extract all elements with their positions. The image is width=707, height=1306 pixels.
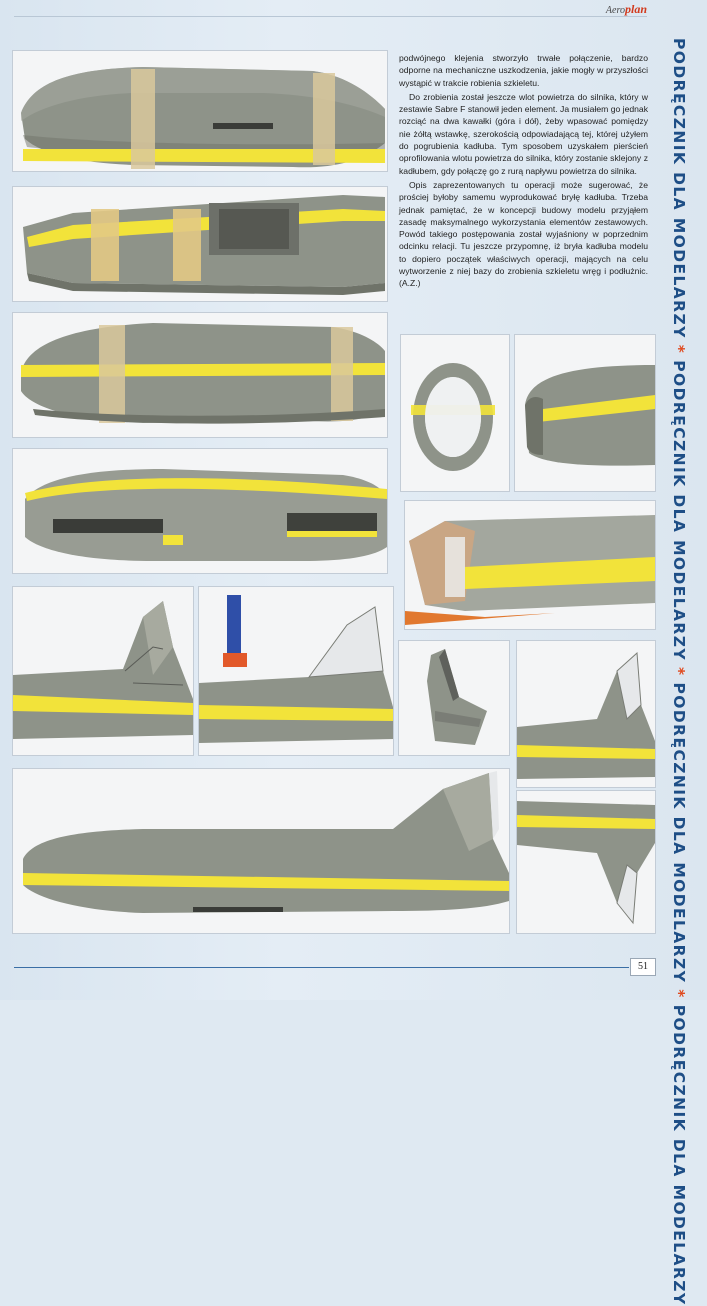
page-number: 51 (630, 958, 656, 976)
photo-fuselage-1 (12, 50, 388, 172)
photo-intake-ring (400, 334, 510, 492)
article-paragraph: Opis zaprezentowanych tu operacji może s… (399, 179, 648, 289)
banner-separator: * (670, 989, 688, 999)
article-text: podwójnego klejenia stworzyło trwałe poł… (399, 52, 648, 292)
article-paragraph: podwójnego klejenia stworzyło trwałe poł… (399, 53, 648, 88)
photo-tail-2 (516, 640, 656, 788)
header-rule (14, 16, 647, 17)
photo-tail-3 (516, 790, 656, 934)
footer-rule (14, 967, 629, 968)
banner-segment: PODRĘCZNIK DLA MODELARZY (670, 360, 688, 662)
photo-detail-1 (398, 640, 510, 756)
side-banner-text: PODRĘCZNIK DLA MODELARZY * PODRĘCZNIK DL… (664, 38, 694, 1306)
banner-segment: PODRĘCZNIK DLA MODELARZY (670, 1004, 688, 1306)
banner-separator: * (670, 667, 688, 677)
photo-fuselage-4 (12, 448, 388, 574)
banner-segment: PODRĘCZNIK DLA MODELARZY (670, 682, 688, 984)
photo-fuselage-full (12, 768, 510, 934)
banner-segment: PODRĘCZNIK DLA MODELARZY (670, 38, 688, 339)
photo-nose-interior (404, 500, 656, 630)
photo-tail-1 (12, 586, 194, 756)
logo-suffix: plan (624, 2, 647, 16)
photo-fuselage-2 (12, 186, 388, 302)
photo-tail-clamp (198, 586, 394, 756)
photo-fuselage-3 (12, 312, 388, 438)
photo-nose-intake (514, 334, 656, 492)
article-paragraph: Do zrobienia został jeszcze wlot powietr… (399, 91, 648, 176)
banner-separator: * (670, 344, 688, 355)
logo-prefix: Aero (605, 5, 625, 16)
magazine-logo: Aero plan (606, 2, 647, 20)
side-banner: PODRĘCZNIK DLA MODELARZY * PODRĘCZNIK DL… (664, 38, 694, 1306)
